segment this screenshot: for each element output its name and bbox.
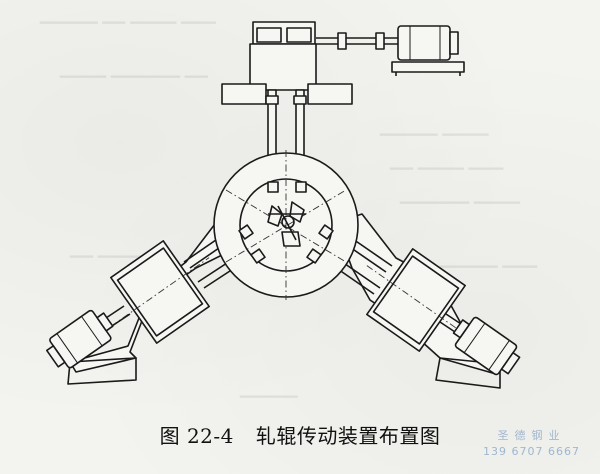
watermark: 圣德钢业 139 6707 6667 [483,428,580,460]
roll-top [290,202,304,222]
top-gearbox-body [250,44,316,90]
left-chock-lower [251,249,265,263]
left-motor-coupling [97,313,113,331]
top-motor [398,26,450,60]
figure-caption: 图 22-4 轧辊传动装置布置图 [0,420,600,449]
right-gearbox-centerline [367,266,465,335]
left-motor-rib [57,334,78,363]
roll-stand-centerline-diagonal-2 [226,190,346,262]
watermark-name: 圣德钢业 [497,429,566,442]
top-chock-left [268,182,278,192]
right-motor-rib [464,323,485,352]
right-chock-lower [307,249,321,263]
roll-bottom [282,232,300,246]
top-spindle-joint [294,96,306,104]
top-motor-base [392,62,464,72]
top-mount-left [222,84,266,104]
top-spindle-joint [266,96,278,104]
figure-number: 图 22-4 [159,424,234,448]
roll-stand [214,150,358,300]
roll-left [268,206,282,226]
roll-stand-centerline-diagonal [226,190,346,262]
rolls-in-pass [268,202,306,246]
pass-opening [282,216,294,228]
left-motor-rib [82,316,103,345]
watermark-phone: 139 6707 6667 [483,445,580,458]
top-mount-right [308,84,352,104]
top-motor-endcap [450,32,458,54]
top-gearbox-window-left [257,28,281,42]
top-shaft-coupling [338,33,346,49]
right-motor-coupling [454,320,470,338]
top-chock-right [296,182,306,192]
top-drive-unit [222,22,464,186]
top-gearbox-window-right [287,28,311,42]
left-drive-unit [42,214,262,384]
right-drive-unit [316,214,524,388]
left-chock-upper [239,225,253,239]
left-base-plate [68,358,136,384]
right-chock-upper [319,225,333,239]
right-motor-endcap [502,353,520,374]
right-motor-rib [489,340,510,369]
roll-drive-layout-drawing [0,0,600,420]
top-shaft-coupling-2 [376,33,384,49]
pass-line-2 [278,206,296,240]
figure-title: 轧辊传动装置布置图 [255,424,441,448]
left-motor-endcap [47,346,65,367]
